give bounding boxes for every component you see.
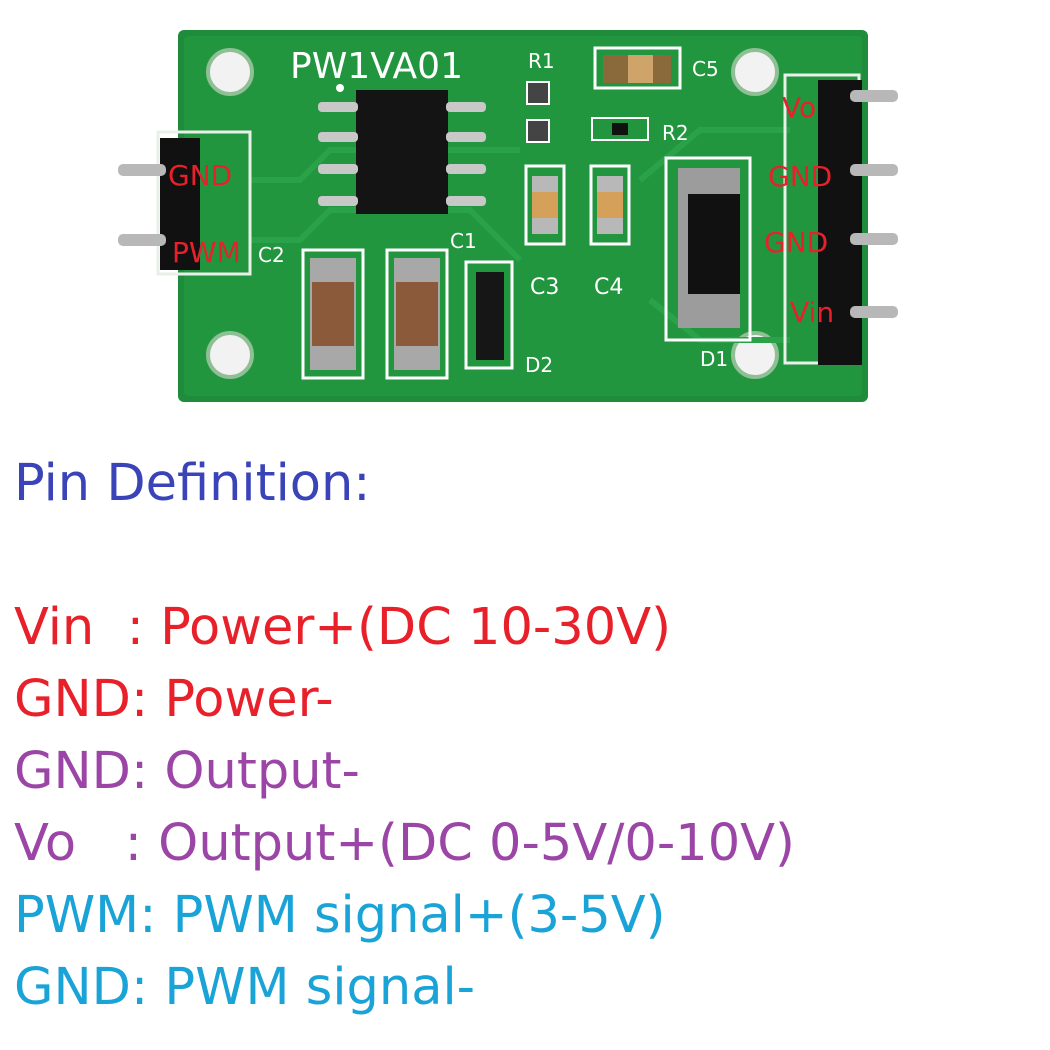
header-pin <box>118 234 166 246</box>
definition-pin: Vin <box>14 598 127 657</box>
ic-chip <box>356 90 448 214</box>
definition-row: GND: Output- <box>14 736 1044 808</box>
label-r2: R2 <box>662 121 689 145</box>
header-pin <box>118 164 166 176</box>
pin-definitions: Pin Definition: Vin : Power+(DC 10-30V) … <box>14 448 1044 1024</box>
definition-pin: PWM <box>14 886 140 945</box>
definitions-title: Pin Definition: <box>14 454 371 513</box>
label-c5: C5 <box>692 57 719 81</box>
definition-description: Output+(DC 0-5V/0-10V) <box>158 814 795 873</box>
left-header-outline <box>156 130 252 276</box>
mounting-hole <box>206 331 254 379</box>
definition-pin: GND <box>14 958 131 1017</box>
mounting-hole <box>206 48 254 96</box>
right-pin-label-gnd: GND <box>768 160 832 193</box>
left-pin-label-gnd: GND <box>168 159 232 192</box>
pcb-board-image: PW1VA01 R1 C5 R2 C1 C2 C3 C4 D2 D1 GND P… <box>118 30 898 402</box>
right-pin-label-vo: Vo <box>782 91 816 124</box>
label-c2: C2 <box>258 243 285 267</box>
definition-row: GND: Power- <box>14 664 1044 736</box>
definition-description: PWM signal+(3-5V) <box>172 886 666 945</box>
definition-separator: : <box>139 886 173 945</box>
definition-row: GND: PWM signal- <box>14 952 1044 1024</box>
label-d2: D2 <box>525 353 553 377</box>
label-c1: C1 <box>450 229 477 253</box>
definition-pin: GND <box>14 670 131 729</box>
right-pin-label-gnd-2: GND <box>764 226 828 259</box>
left-pin-label-pwm: PWM <box>172 236 241 269</box>
definition-separator: : <box>126 598 161 657</box>
definition-pin: GND <box>14 742 131 801</box>
label-c4: C4 <box>594 275 623 300</box>
definition-description: PWM signal- <box>164 958 476 1017</box>
definition-description: Power- <box>164 670 334 729</box>
definition-description: Output- <box>164 742 360 801</box>
pcb-photo: PW1VA01 R1 C5 R2 C1 C2 C3 C4 D2 D1 GND P… <box>0 0 1050 420</box>
mounting-hole <box>731 48 779 96</box>
header-pin <box>850 90 898 102</box>
label-r1: R1 <box>528 49 555 73</box>
label-d1: D1 <box>700 347 728 371</box>
definition-row: Vin : Power+(DC 10-30V) <box>14 592 1044 664</box>
header-pin <box>850 233 898 245</box>
definition-description: Power+(DC 10-30V) <box>160 598 671 657</box>
right-pin-label-vin: Vin <box>790 296 834 329</box>
mounting-hole <box>731 331 779 379</box>
definition-row: Vo : Output+(DC 0-5V/0-10V) <box>14 808 1044 880</box>
label-c3: C3 <box>530 275 559 300</box>
definition-pin: Vo <box>14 814 125 873</box>
definition-separator: : <box>130 742 165 801</box>
definition-separator: : <box>124 814 159 873</box>
pcb-model-label: PW1VA01 <box>290 46 463 87</box>
definition-separator: : <box>130 670 165 729</box>
definition-row: PWM: PWM signal+(3-5V) <box>14 880 1044 952</box>
header-pin <box>850 306 898 318</box>
left-header-body <box>160 138 200 270</box>
definition-separator: : <box>130 958 165 1017</box>
header-pin <box>850 164 898 176</box>
